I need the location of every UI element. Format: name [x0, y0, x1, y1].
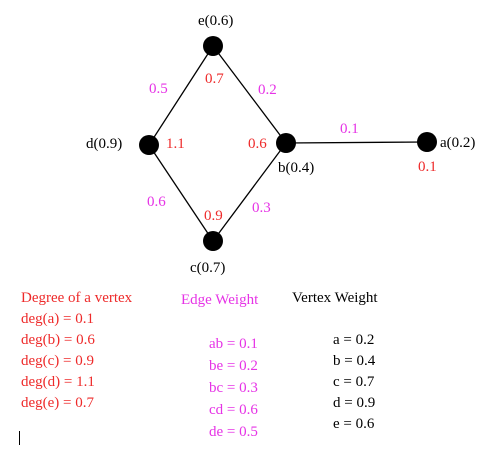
edge-weight-item: be = 0.2 [209, 358, 258, 374]
edge-weight-item: bc = 0.3 [209, 380, 258, 396]
edge-weight-item: de = 0.5 [209, 424, 258, 440]
degree-list: deg(a) = 0.1 deg(b) = 0.6 deg(c) = 0.9 d… [21, 310, 95, 415]
edge-cd [148, 144, 214, 242]
edge-weight-item: cd = 0.6 [209, 402, 258, 418]
degree-label-a: 0.1 [418, 159, 437, 175]
text-cursor [19, 431, 20, 445]
degree-label-b: 0.6 [248, 136, 267, 152]
degree-label-e: 0.7 [205, 71, 224, 87]
edge-ab [285, 141, 428, 144]
edge-weight-label-be: 0.2 [258, 82, 277, 98]
degree-item: deg(b) = 0.6 [21, 332, 95, 348]
vertex-label-b: b(0.4) [278, 160, 315, 176]
degree-item: deg(e) = 0.7 [21, 395, 95, 411]
vertex-weight-item: b = 0.4 [333, 353, 376, 369]
edge-bc [212, 142, 287, 242]
edge-weight-item: ab = 0.1 [209, 336, 258, 352]
vertex-label-e: e(0.6) [198, 13, 234, 29]
vertex-label-d: d(0.9) [86, 136, 123, 152]
edge-weight-list: ab = 0.1 be = 0.2 bc = 0.3 cd = 0.6 de =… [209, 335, 258, 445]
vertex-c [203, 231, 223, 251]
graph-diagram [139, 36, 437, 251]
edge-weight-label-bc: 0.3 [252, 200, 271, 216]
edge-de [148, 45, 214, 146]
vertex-weight-item: c = 0.7 [333, 374, 375, 390]
edge-weight-heading: Edge Weight [181, 292, 259, 308]
vertex-weight-item: a = 0.2 [333, 332, 375, 348]
degree-item: deg(c) = 0.9 [21, 353, 95, 369]
vertex-label-c: c(0.7) [190, 260, 226, 276]
edge-be [212, 45, 287, 144]
degree-item: deg(a) = 0.1 [21, 311, 95, 327]
degree-label-c: 0.9 [204, 208, 223, 224]
vertex-b [276, 133, 296, 153]
vertex-a [417, 132, 437, 152]
degree-item: deg(d) = 1.1 [21, 374, 95, 390]
edge-weight-label-de: 0.5 [149, 81, 168, 97]
vertex-label-a: a(0.2) [440, 135, 476, 151]
vertex-weight-item: e = 0.6 [333, 416, 375, 432]
vertex-e [203, 36, 223, 56]
degree-heading: Degree of a vertex [21, 290, 133, 306]
vertex-weight-heading: Vertex Weight [292, 290, 378, 306]
vertex-weight-list: a = 0.2 b = 0.4 c = 0.7 d = 0.9 e = 0.6 [333, 331, 375, 436]
degree-label-d: 1.1 [166, 136, 185, 152]
edge-weight-label-cd: 0.6 [147, 194, 166, 210]
vertex-weight-item: d = 0.9 [333, 395, 376, 411]
edge-weight-label-ab: 0.1 [340, 121, 359, 137]
vertex-d [139, 135, 159, 155]
